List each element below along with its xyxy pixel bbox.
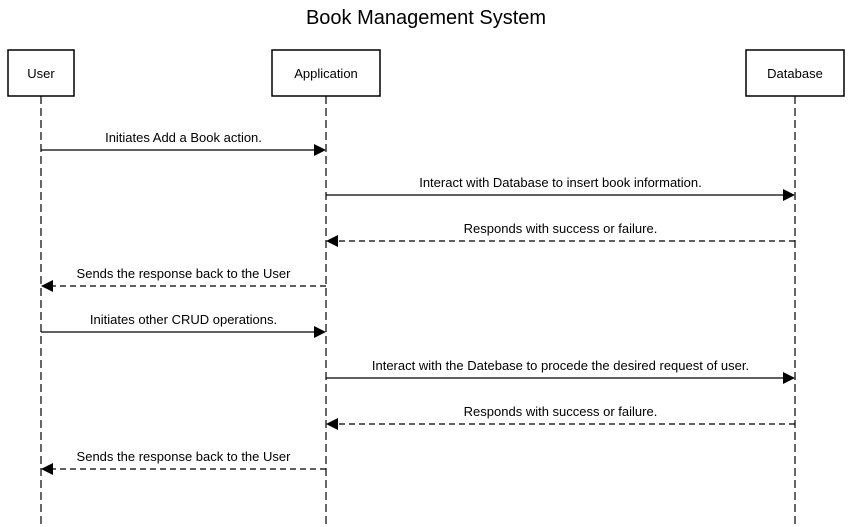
- arrowhead-icon: [326, 235, 338, 247]
- arrowhead-icon: [783, 372, 795, 384]
- participant-box-user: [7, 49, 75, 97]
- message-label: Sends the response back to the User: [77, 449, 292, 464]
- participant-label-user: User: [27, 66, 55, 81]
- message-label: Initiates Add a Book action.: [105, 130, 262, 145]
- messages: Initiates Add a Book action. Interact wit…: [41, 130, 795, 475]
- arrowhead-icon: [41, 280, 53, 292]
- message-label: Responds with success or failure.: [464, 404, 658, 419]
- message-label: Initiates other CRUD operations.: [90, 312, 277, 327]
- arrowhead-icon: [326, 418, 338, 430]
- message-label: Sends the response back to the User: [77, 266, 292, 281]
- participant-label-application: Application: [294, 66, 358, 81]
- arrowhead-icon: [314, 144, 326, 156]
- message-7: Responds with success or failure.: [326, 404, 795, 430]
- arrowhead-icon: [314, 326, 326, 338]
- arrowhead-icon: [41, 463, 53, 475]
- participant-label-database: Database: [767, 66, 823, 81]
- participant-box-application: [271, 49, 381, 97]
- message-1: Initiates Add a Book action.: [41, 130, 326, 156]
- participants: User Application Database: [7, 49, 845, 97]
- message-label: Responds with success or failure.: [464, 221, 658, 236]
- message-4: Sends the response back to the User: [41, 266, 326, 292]
- participant-user: User: [7, 49, 75, 97]
- message-6: Interact with the Datebase to procede th…: [326, 358, 795, 384]
- message-2: Interact with Database to insert book in…: [326, 175, 795, 201]
- message-label: Interact with the Datebase to procede th…: [372, 358, 749, 373]
- participant-application: Application: [271, 49, 381, 97]
- message-label: Interact with Database to insert book in…: [419, 175, 702, 190]
- diagram-title: Book Management System: [306, 7, 546, 29]
- message-8: Sends the response back to the User: [41, 449, 326, 475]
- participant-box-database: [745, 49, 845, 97]
- message-5: Initiates other CRUD operations.: [41, 312, 326, 338]
- participant-database: Database: [745, 49, 845, 97]
- arrowhead-icon: [783, 189, 795, 201]
- message-3: Responds with success or failure.: [326, 221, 795, 247]
